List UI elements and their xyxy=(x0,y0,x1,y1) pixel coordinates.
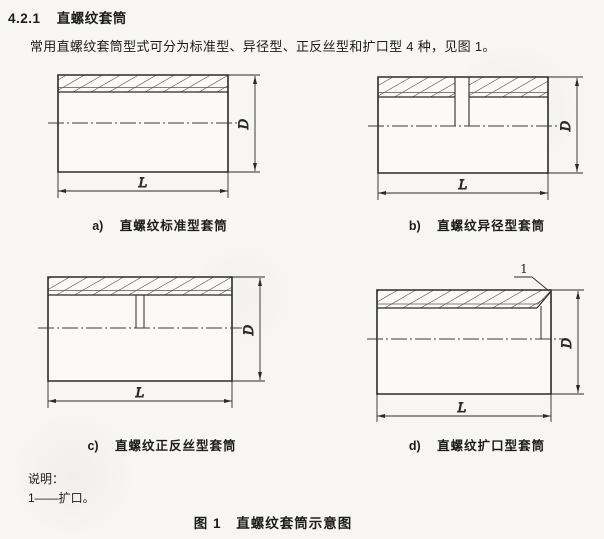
dimension-d: D xyxy=(232,277,265,381)
thread-hatch-band xyxy=(377,290,551,308)
notes-label: 说明： xyxy=(28,472,65,486)
arrow-down xyxy=(576,385,580,393)
arrow-down xyxy=(253,163,257,171)
section-number: 4.2.1 xyxy=(8,11,41,26)
sleeve-outline xyxy=(58,75,228,172)
caption-b: b) 直螺纹异径型套筒 xyxy=(350,215,604,234)
diagram-b-reducing-sleeve: D L xyxy=(350,60,604,208)
caption-c-label: c) xyxy=(87,439,99,453)
dim-label-l: L xyxy=(138,176,148,191)
flare-callout: 1 xyxy=(514,262,549,291)
flare-inner-diagonal xyxy=(538,292,550,305)
dim-label-d: D xyxy=(237,118,252,130)
figure-caption: 图 1 直螺纹套筒示意图 xyxy=(0,512,546,532)
arrow-right xyxy=(540,191,548,195)
caption-d-label: d) xyxy=(408,439,421,453)
caption-a-label: a) xyxy=(92,219,104,233)
sleeve-outline xyxy=(377,290,551,394)
caption-a: a) 直螺纹标准型套筒 xyxy=(25,215,295,234)
dimension-d: D xyxy=(551,290,584,394)
arrow-up xyxy=(576,291,580,299)
notes-item-1: 1——扩口。 xyxy=(28,491,95,505)
arrow-down xyxy=(575,164,579,172)
diagram-c-lr-thread-sleeve: D L xyxy=(18,265,290,417)
caption-a-title: 直螺纹标准型套筒 xyxy=(119,219,228,233)
dim-label-d: D xyxy=(559,120,574,132)
arrow-left xyxy=(377,414,385,418)
dimension-l: L xyxy=(48,381,232,408)
arrow-right xyxy=(543,414,551,418)
body-paragraph: 常用直螺纹套筒型式可分为标准型、异径型、正反丝型和扩口型 4 种，见图 1。 xyxy=(30,39,496,54)
thread-hatch-band xyxy=(48,277,232,295)
caption-d: d) 直螺纹扩口型套筒 xyxy=(350,435,604,454)
thread-hatch-band xyxy=(58,75,228,92)
sleeve-outline xyxy=(378,77,548,173)
caption-d-title: 直螺纹扩口型套筒 xyxy=(437,439,546,453)
diagram-a-standard-sleeve: D L xyxy=(20,60,290,208)
notes-block: 说明： 1——扩口。 xyxy=(28,470,95,508)
caption-b-label: b) xyxy=(408,219,421,233)
flare-chamfer-line xyxy=(537,292,551,309)
section-heading: 4.2.1 直螺纹套筒 xyxy=(8,7,127,27)
sleeve-outline xyxy=(48,277,232,381)
dim-label-l: L xyxy=(135,386,145,401)
arrow-left xyxy=(48,399,56,403)
dimension-l: L xyxy=(378,173,548,200)
arrow-right xyxy=(220,189,228,193)
arrow-left xyxy=(58,189,66,193)
dim-label-d: D xyxy=(242,324,257,336)
dimension-d: D xyxy=(228,75,260,172)
arrow-up xyxy=(575,78,579,86)
arrow-up xyxy=(258,278,262,286)
middle-partition xyxy=(455,77,469,126)
dim-label-l: L xyxy=(458,178,468,193)
callout-number: 1 xyxy=(520,262,528,276)
arrow-down xyxy=(258,372,262,380)
section-title: 直螺纹套筒 xyxy=(56,11,127,26)
diagram-d-flared-sleeve: 1 D L xyxy=(350,262,604,433)
dimension-l: L xyxy=(58,172,228,198)
figure-caption-text: 直螺纹套筒示意图 xyxy=(236,516,353,531)
caption-c: c) 直螺纹正反丝型套筒 xyxy=(26,435,298,454)
caption-c-title: 直螺纹正反丝型套筒 xyxy=(115,439,237,453)
dim-label-l: L xyxy=(457,401,467,416)
callout-leader-line xyxy=(532,277,549,291)
dim-label-d: D xyxy=(560,337,575,349)
dimension-l: L xyxy=(377,394,551,422)
arrow-right xyxy=(224,399,232,403)
caption-b-title: 直螺纹异径型套筒 xyxy=(437,219,546,233)
arrow-left xyxy=(378,191,386,195)
arrow-up xyxy=(253,76,257,84)
dimension-d: D xyxy=(548,77,583,173)
figure-caption-label: 图 1 xyxy=(193,516,222,531)
